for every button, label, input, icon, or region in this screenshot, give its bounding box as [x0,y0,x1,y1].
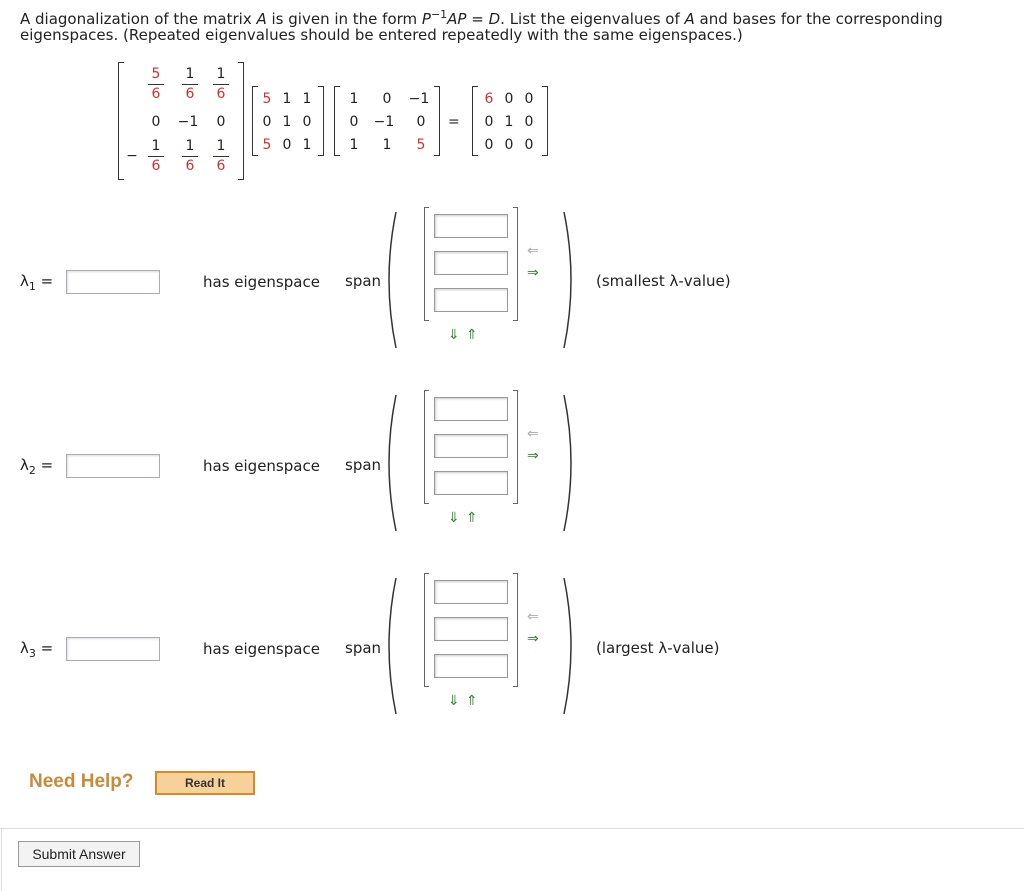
question-line-1: A diagonalization of the matrix A is giv… [20,8,943,28]
d-r2c3: 0 [524,114,534,130]
d-r1c2: 0 [504,91,514,107]
divider [0,828,1024,829]
d-r3c3: 0 [524,137,534,153]
remove-column-arrow-1[interactable]: ⇐ [527,243,539,259]
matrix-a: 5 1 1 0 1 0 5 0 1 [252,86,324,156]
pinv-r1c2-den: 6 [185,86,195,102]
d-r1c3: 0 [524,91,534,107]
p-r2c2: −1 [373,114,395,130]
lambda-2-input[interactable] [66,454,160,478]
d-r3c2: 0 [504,137,514,153]
add-column-arrow-3[interactable]: ⇒ [527,631,539,647]
p-r3c3: 5 [416,137,426,153]
a-r2c2: 1 [282,114,292,130]
need-help-label: Need Help? [29,771,134,792]
vec1-entry-2[interactable] [434,251,508,275]
right-paren-1 [563,211,572,349]
left-paren-1 [388,211,397,349]
lambda-1-input[interactable] [66,270,160,294]
pinv-r2c1: 0 [151,114,161,130]
a-r1c2: 1 [282,91,292,107]
a-r1c1: 5 [262,91,272,107]
matrix-p-inverse: 5 6 1 6 1 6 0 −1 0 − 1 6 1 6 1 6 [118,62,244,180]
vec2-entry-3[interactable] [434,471,508,495]
lambda-3-input[interactable] [66,637,160,661]
p-r3c2: 1 [382,137,392,153]
pinv-r2c2: −1 [177,114,199,130]
vec3-entry-2[interactable] [434,617,508,641]
remove-row-arrow-1[interactable]: ⇑ [466,327,478,343]
a-r1c3: 1 [302,91,312,107]
question-line-2: eigenspaces. (Repeated eigenvalues shoul… [20,26,743,44]
pinv-r3c1-sign: − [126,148,138,164]
lambda-3-label: λ3 = [20,639,54,660]
add-row-arrow-1[interactable]: ⇓ [448,327,460,343]
a-r3c3: 1 [302,137,312,153]
pinv-r1c3-den: 6 [216,86,226,102]
p-r1c1: 1 [349,91,359,107]
has-eigenspace-2: has eigenspace [203,457,320,475]
span-label-1: span [345,272,382,290]
d-r2c2: 1 [504,114,514,130]
d-r1c1: 6 [484,91,494,107]
d-r3c1: 0 [484,137,494,153]
lambda-2-label: λ2 = [20,456,54,477]
a-r3c2: 0 [282,137,292,153]
has-eigenspace-3: has eigenspace [203,640,320,658]
pinv-r3c2-den: 6 [185,158,195,174]
vec3-entry-1[interactable] [434,580,508,604]
right-paren-2 [563,394,572,532]
matrix-d: 6 0 0 0 1 0 0 0 0 [472,86,548,156]
equals-sign: = [448,114,460,130]
add-row-arrow-2[interactable]: ⇓ [448,510,460,526]
a-r2c1: 0 [262,114,272,130]
a-r3c1: 5 [262,137,272,153]
left-paren-2 [388,394,397,532]
pinv-r3c1-den: 6 [151,158,161,174]
pinv-r3c1-num: 1 [151,138,161,154]
pinv-r1c1-num: 5 [151,66,161,82]
vec1-entry-1[interactable] [434,214,508,238]
pinv-r3c2-num: 1 [185,138,195,154]
submit-answer-button[interactable]: Submit Answer [18,841,140,867]
p-r1c3: −1 [408,91,430,107]
a-r2c3: 0 [302,114,312,130]
pinv-r3c3-num: 1 [216,138,226,154]
read-it-button[interactable]: Read It [155,771,255,795]
has-eigenspace-1: has eigenspace [203,273,320,291]
p-r1c2: 0 [382,91,392,107]
remove-row-arrow-2[interactable]: ⇑ [466,510,478,526]
vec3-entry-3[interactable] [434,654,508,678]
vec2-entry-2[interactable] [434,434,508,458]
remove-row-arrow-3[interactable]: ⇑ [466,693,478,709]
add-row-arrow-3[interactable]: ⇓ [448,693,460,709]
span-label-2: span [345,456,382,474]
span-label-3: span [345,639,382,657]
matrix-p: 1 0 −1 0 −1 0 1 1 5 [334,86,440,156]
remove-column-arrow-2[interactable]: ⇐ [527,426,539,442]
d-r2c1: 0 [484,114,494,130]
pinv-r1c3-num: 1 [216,66,226,82]
pinv-r2c3: 0 [216,114,226,130]
p-r2c3: 0 [416,114,426,130]
left-paren-3 [388,577,397,715]
add-column-arrow-1[interactable]: ⇒ [527,265,539,281]
pinv-r1c2-num: 1 [185,66,195,82]
right-paren-3 [563,577,572,715]
pinv-r3c3-den: 6 [216,158,226,174]
vec2-entry-1[interactable] [434,397,508,421]
add-column-arrow-2[interactable]: ⇒ [527,448,539,464]
vec1-entry-3[interactable] [434,288,508,312]
lambda-1-label: λ1 = [20,272,54,293]
p-r2c1: 0 [349,114,359,130]
p-r3c1: 1 [349,137,359,153]
pinv-r1c1-den: 6 [151,86,161,102]
smallest-note: (smallest λ-value) [596,272,731,290]
remove-column-arrow-3[interactable]: ⇐ [527,609,539,625]
largest-note: (largest λ-value) [596,639,720,657]
